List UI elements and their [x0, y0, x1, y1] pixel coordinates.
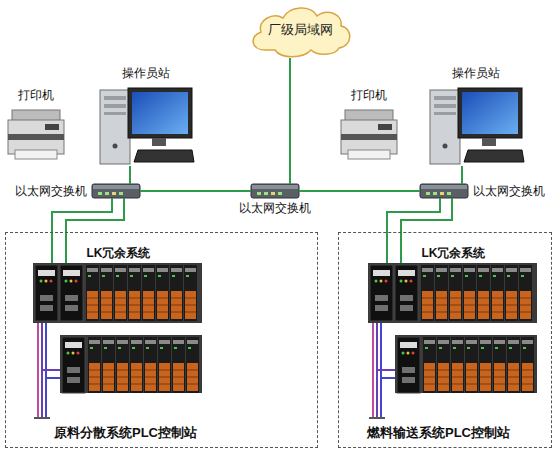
- network-cable: [461, 166, 463, 184]
- node-label: 厂级局域网: [268, 22, 333, 38]
- ethernet-switch: 以太网交换机: [92, 184, 140, 198]
- network-cable: [140, 190, 251, 192]
- node-label: LK冗余系统: [422, 246, 486, 260]
- switch-icon: [92, 184, 140, 198]
- node-label: 以太网交换机: [239, 201, 311, 215]
- node-label: 打印机: [351, 88, 387, 102]
- redundant-plc: LK冗余系统: [31, 263, 206, 395]
- printer-icon: [8, 110, 64, 159]
- station-label: 燃料输送系统PLC控制站: [367, 425, 510, 441]
- network-cloud: 厂级局域网: [245, 2, 355, 58]
- node-label: 操作员站: [122, 66, 170, 80]
- control-station: LK冗余系统燃料输送系统PLC控制站: [338, 232, 552, 448]
- switch-icon: [251, 184, 299, 198]
- plc-rack: [368, 263, 537, 418]
- ethernet-switch: 以太网交换机: [420, 184, 468, 198]
- plc-rack: [33, 263, 202, 418]
- node-label: 以太网交换机: [473, 184, 545, 198]
- network-cable: [289, 58, 291, 184]
- computer-icon: [430, 88, 524, 164]
- node-label: 以太网交换机: [15, 184, 87, 198]
- station-label: 原料分散系统PLC控制站: [54, 425, 197, 441]
- node-label: LK冗余系统: [87, 246, 151, 260]
- node-label: 打印机: [18, 88, 54, 102]
- operator-station: 操作员站: [98, 84, 194, 166]
- network-cable: [129, 166, 131, 184]
- node-label: 操作员站: [452, 66, 500, 80]
- ethernet-switch: 以太网交换机: [251, 184, 299, 198]
- network-cable: [299, 190, 420, 192]
- redundant-plc: LK冗余系统: [366, 263, 541, 395]
- printer: 打印机: [5, 106, 67, 162]
- cloud-outline: [253, 8, 350, 57]
- printer-icon: [341, 110, 397, 159]
- control-station: LK冗余系统原料分散系统PLC控制站: [5, 232, 318, 448]
- operator-station: 操作员站: [428, 84, 524, 166]
- printer: 打印机: [338, 106, 400, 162]
- computer-icon: [100, 88, 194, 164]
- switch-icon: [420, 184, 468, 198]
